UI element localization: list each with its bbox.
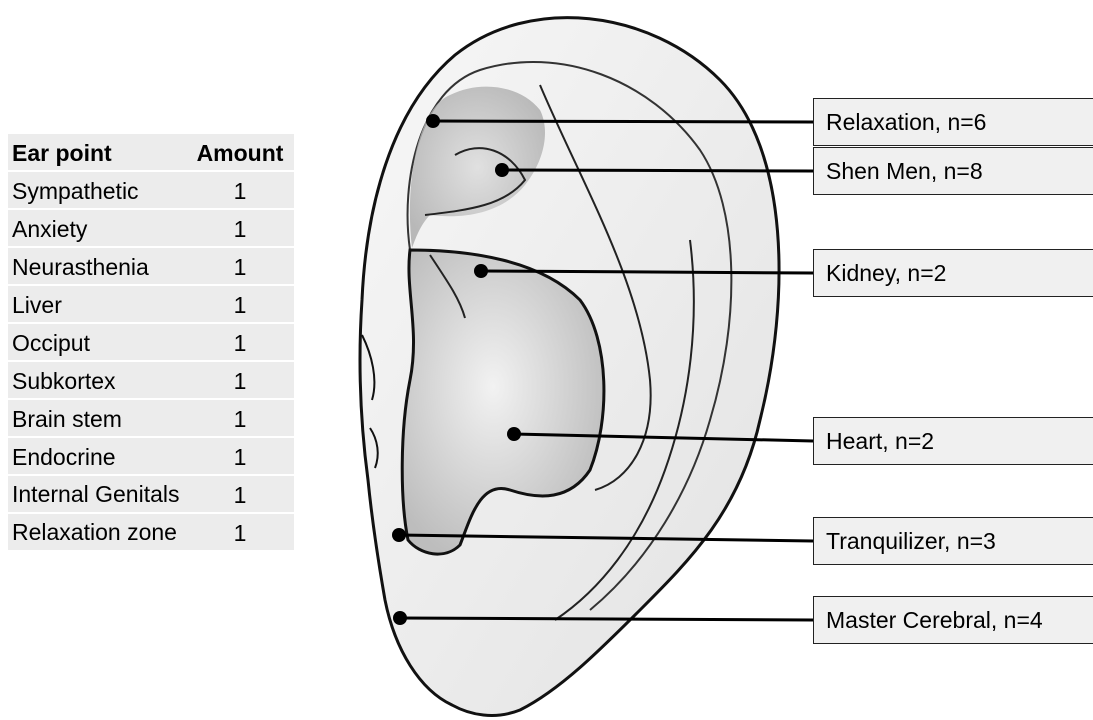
- point-marker-kidney: [474, 264, 488, 278]
- leader-line-relaxation: [433, 121, 813, 122]
- point-marker-tranquilizer: [392, 528, 406, 542]
- point-marker-shen-men: [495, 163, 509, 177]
- leader-line-kidney: [481, 271, 813, 273]
- label-kidney: Kidney, n=2: [813, 249, 1093, 297]
- label-shen-men: Shen Men, n=8: [813, 147, 1093, 195]
- point-marker-master-cerebral: [393, 611, 407, 625]
- label-relaxation: Relaxation, n=6: [813, 98, 1093, 146]
- label-tranquilizer: Tranquilizer, n=3: [813, 517, 1093, 565]
- label-master-cerebral: Master Cerebral, n=4: [813, 596, 1093, 644]
- label-heart: Heart, n=2: [813, 417, 1093, 465]
- leader-line-master-cerebral: [400, 618, 813, 620]
- point-marker-relaxation: [426, 114, 440, 128]
- leader-line-shen-men: [502, 170, 813, 171]
- point-marker-heart: [507, 427, 521, 441]
